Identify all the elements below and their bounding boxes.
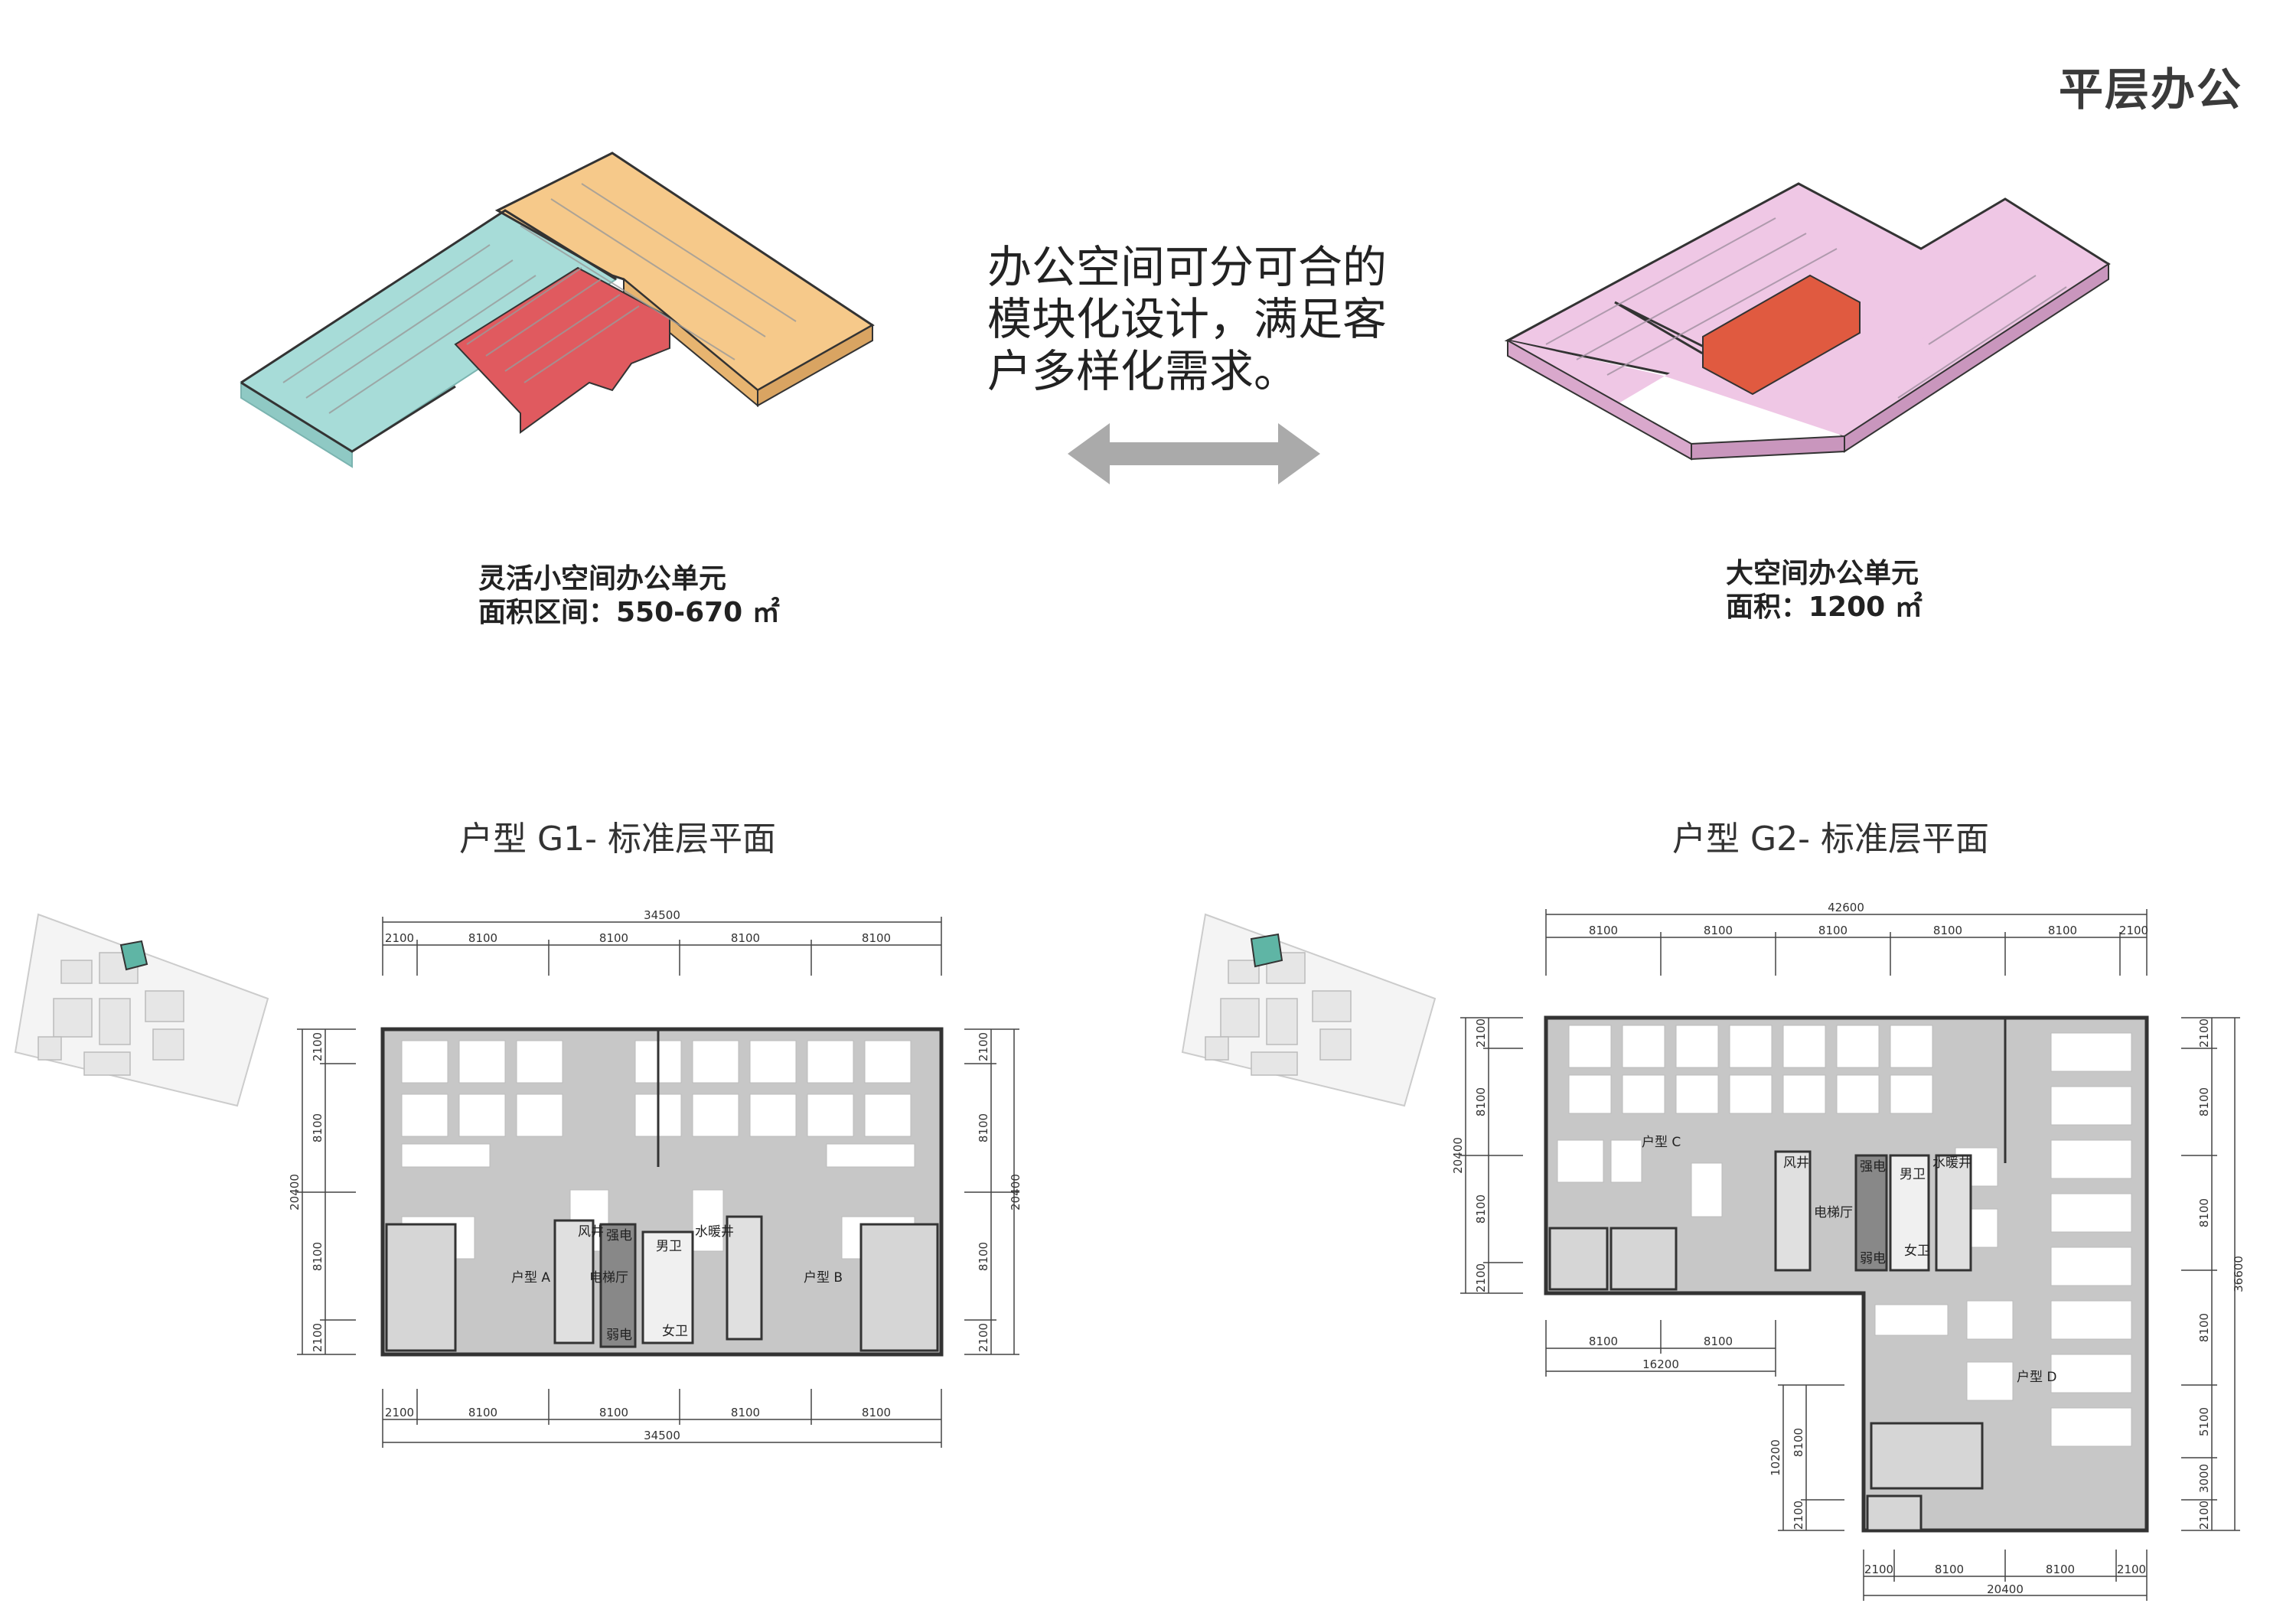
small-unit-area: 面积区间：550-670 ㎡ xyxy=(478,597,780,628)
g2-right-dim: 2100 xyxy=(2197,1501,2211,1530)
g2-lobby-label: 电梯厅 xyxy=(1814,1205,1853,1221)
g2-top-dim: 8100 xyxy=(1933,924,1962,937)
g1-female-label: 女卫 xyxy=(662,1324,688,1339)
g2-top-total: 42600 xyxy=(1828,901,1864,914)
g2-top-dim: 8100 xyxy=(2048,924,2077,937)
site-thumbnail-g2 xyxy=(1181,913,1437,1107)
intro-line: 办公空间可分可合的 xyxy=(987,241,1388,293)
g1-side-total: 20400 xyxy=(288,1174,302,1211)
intro-line: 户多样化需求。 xyxy=(987,345,1299,397)
g1-bottom-dim: 8100 xyxy=(599,1406,628,1419)
g1-tea-label: 水暖井 xyxy=(695,1224,734,1240)
g2-fan-label: 风井 xyxy=(1783,1155,1809,1171)
g1-unit-b-label: 户型 B xyxy=(804,1270,843,1286)
g2-lower-total: 10200 xyxy=(1769,1439,1782,1476)
g2-bottom-dim: 8100 xyxy=(1935,1563,1964,1576)
g1-weak-label: 弱电 xyxy=(606,1328,632,1343)
g2-right-dim: 8100 xyxy=(2197,1087,2211,1116)
g1-bottom-dim: 8100 xyxy=(862,1406,891,1419)
g1-unit-a-label: 户型 A xyxy=(511,1270,550,1286)
g1-side-dim: 8100 xyxy=(311,1113,325,1142)
g2-mid-total: 16200 xyxy=(1642,1357,1679,1371)
large-unit-name: 大空间办公单元 xyxy=(1726,558,1919,589)
g2-unit-c-label: 户型 C xyxy=(1642,1135,1681,1150)
g1-side-dim: 2100 xyxy=(311,1323,325,1352)
site-thumbnail-g1 xyxy=(14,913,269,1107)
g2-right-dim: 5100 xyxy=(2197,1407,2211,1436)
g2-tea-label: 水暖井 xyxy=(1932,1155,1971,1171)
g1-bottom-dim: 2100 xyxy=(385,1406,414,1419)
g2-top-dim: 8100 xyxy=(1589,924,1618,937)
g2-bottom-dim: 8100 xyxy=(2046,1563,2075,1576)
g1-rside-dim: 8100 xyxy=(977,1113,990,1142)
g1-rside-dim: 8100 xyxy=(977,1242,990,1271)
page-title: 平层办公 xyxy=(2059,64,2243,116)
g1-rside-total: 20400 xyxy=(1009,1174,1022,1211)
g1-male-label: 男卫 xyxy=(656,1239,682,1254)
large-unit-caption: 大空间办公单元 面积：1200 ㎡ xyxy=(1726,557,1923,624)
g2-female-label: 女卫 xyxy=(1904,1243,1930,1259)
g1-floor-plan: 34500 2100 8100 8100 8100 8100 户型 A 户型 B… xyxy=(288,908,1022,1448)
g1-top-dim: 8100 xyxy=(468,931,497,945)
g1-top-total: 34500 xyxy=(644,908,680,922)
large-office-axonometric xyxy=(1504,182,2111,461)
g1-elec-label: 强电 xyxy=(606,1228,632,1243)
g1-top-dim: 8100 xyxy=(599,931,628,945)
g1-side-dim: 8100 xyxy=(311,1242,325,1271)
g1-fan-label: 风井 xyxy=(578,1224,604,1240)
g2-lower-dim: 2100 xyxy=(1792,1501,1805,1530)
intro-line: 模块化设计，满足客 xyxy=(987,293,1388,345)
g1-bottom-total: 34500 xyxy=(644,1429,680,1442)
double-arrow-icon xyxy=(1068,423,1320,484)
intro-text: 办公空间可分可合的 模块化设计，满足客 户多样化需求。 xyxy=(987,241,1387,397)
g2-right-dim: 8100 xyxy=(2197,1198,2211,1227)
small-unit-caption: 灵活小空间办公单元 面积区间：550-670 ㎡ xyxy=(478,562,780,630)
small-office-axonometric xyxy=(240,152,875,468)
g2-elec-label: 强电 xyxy=(1860,1159,1886,1175)
g2-mid-dim: 8100 xyxy=(1589,1335,1618,1348)
g2-weak-label: 弱电 xyxy=(1860,1251,1886,1266)
g2-male-label: 男卫 xyxy=(1900,1167,1926,1182)
g1-rside-dim: 2100 xyxy=(977,1323,990,1352)
g1-top-dim: 8100 xyxy=(862,931,891,945)
g1-top-dim: 8100 xyxy=(731,931,760,945)
g2-right-total: 36600 xyxy=(2232,1256,2245,1292)
g1-side-dim: 2100 xyxy=(311,1032,325,1061)
g2-bottom-total: 20400 xyxy=(1987,1582,2024,1596)
g2-left-dim: 2100 xyxy=(1474,1263,1488,1292)
g2-unit-d-label: 户型 D xyxy=(2017,1370,2057,1385)
g2-top-dim: 8100 xyxy=(1818,924,1848,937)
g2-top-dim: 8100 xyxy=(1704,924,1733,937)
g1-rside-dim: 2100 xyxy=(977,1032,990,1061)
g1-plan-title: 户型 G1- 标准层平面 xyxy=(459,820,776,859)
g2-left-total: 20400 xyxy=(1451,1137,1465,1174)
g2-left-dim: 2100 xyxy=(1474,1018,1488,1048)
g2-left-dim: 8100 xyxy=(1474,1194,1488,1224)
small-unit-name: 灵活小空间办公单元 xyxy=(478,563,727,595)
g2-floor-plan: 42600 8100 8100 8100 8100 8100 2100 户型 C… xyxy=(1451,901,2245,1601)
g2-top-dim: 2100 xyxy=(2119,924,2148,937)
g2-right-dim: 2100 xyxy=(2197,1018,2211,1048)
large-unit-area: 面积：1200 ㎡ xyxy=(1726,592,1923,623)
g1-top-dim: 2100 xyxy=(385,931,414,945)
g2-bottom-dim: 2100 xyxy=(2117,1563,2146,1576)
g2-right-dim: 3000 xyxy=(2197,1464,2211,1493)
g2-lower-dim: 8100 xyxy=(1792,1428,1805,1457)
g1-lobby-label: 电梯厅 xyxy=(589,1270,628,1286)
g2-mid-dim: 8100 xyxy=(1704,1335,1733,1348)
g2-bottom-dim: 2100 xyxy=(1864,1563,1893,1576)
g1-bottom-dim: 8100 xyxy=(731,1406,760,1419)
g1-bottom-dim: 8100 xyxy=(468,1406,497,1419)
g2-left-dim: 8100 xyxy=(1474,1087,1488,1116)
g2-right-dim: 8100 xyxy=(2197,1313,2211,1342)
g2-plan-title: 户型 G2- 标准层平面 xyxy=(1672,820,1989,859)
